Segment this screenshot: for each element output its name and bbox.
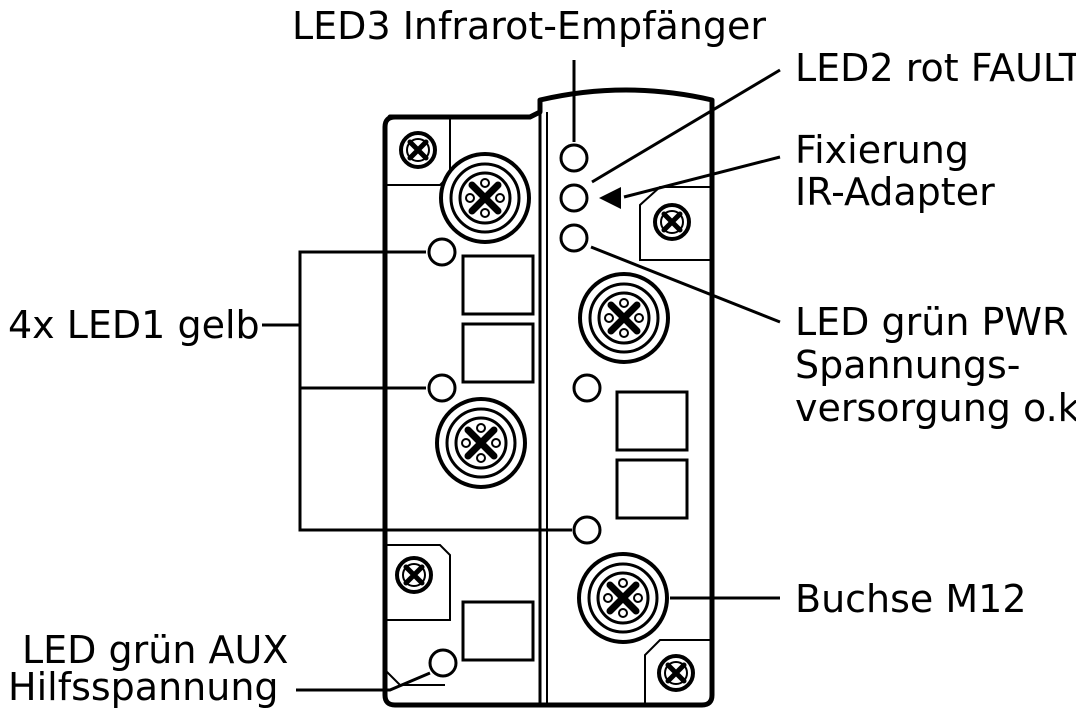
m12-socket-icon-left-top: [441, 154, 529, 242]
m12-socket-icon-right-top: [580, 274, 668, 362]
m12-socket-icon-right-bottom: [579, 554, 667, 642]
m12-socket-icon-left-middle: [437, 399, 525, 487]
leader-aux: [296, 671, 431, 692]
label-led1-gelb: 4x LED1 gelb: [8, 303, 260, 347]
leader-lines: [262, 60, 781, 692]
led3-ir-receiver: [559, 143, 589, 173]
label-aux-2: Hilfsspannung: [8, 665, 279, 709]
label-led3-infrarot: LED3 Infrarot-Empfänger: [292, 4, 766, 48]
screw-icon-top-left: [401, 133, 435, 167]
label-pwr-1: LED grün PWR: [795, 300, 1069, 344]
led1-yellow-4: [572, 515, 602, 545]
fixation-arrow-icon: [599, 187, 621, 209]
housing-outline: [382, 87, 715, 708]
corner-bracket-right: [639, 186, 712, 261]
label-fixierung-2: IR-Adapter: [795, 170, 995, 214]
screw-icon-right: [655, 205, 689, 239]
leader-led2: [591, 68, 781, 184]
label-window-2: [461, 322, 535, 384]
led-aux: [428, 648, 458, 678]
led1-yellow-1: [427, 237, 457, 267]
label-fixierung-1: Fixierung: [795, 128, 969, 172]
label-window-1: [461, 254, 535, 316]
label-window-3: [615, 390, 689, 452]
label-window-4: [615, 458, 689, 520]
led1-yellow-2: [427, 373, 457, 403]
screw-icon-bottom-right: [659, 656, 693, 690]
label-led2-fault: LED2 rot FAULT: [795, 46, 1076, 90]
leader-pwr: [590, 245, 781, 324]
corner-bracket-bottom-right: [644, 639, 712, 705]
led2-fault: [559, 183, 589, 213]
screw-icon-bottom-left: [397, 558, 431, 592]
label-pwr-2: Spannungs-: [795, 343, 1021, 387]
led-pwr: [559, 223, 589, 253]
label-pwr-3: versorgung o.k: [795, 386, 1076, 430]
label-window-5: [461, 600, 535, 662]
leader-fixierung: [623, 155, 781, 199]
leader-led1-bracket: [298, 250, 572, 532]
corner-bracket-middle-left: [385, 544, 451, 621]
label-aux-1: LED grün AUX: [22, 628, 289, 672]
led1-yellow-3: [572, 373, 602, 403]
label-buchse-m12: Buchse M12: [795, 577, 1027, 621]
